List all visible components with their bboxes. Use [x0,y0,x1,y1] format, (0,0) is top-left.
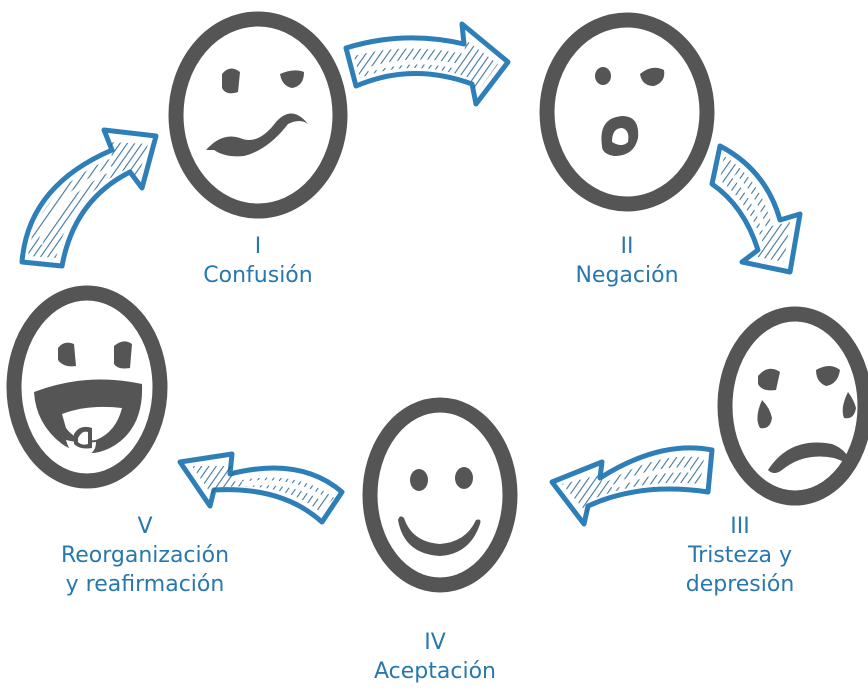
shocked-face-icon [539,12,715,212]
stage-numeral: II [620,234,634,259]
stage-label-v: V Reorganización y reafirmación [61,512,229,599]
arrow-right-icon [343,21,511,107]
confused-face-icon [168,11,348,219]
arrow-up-right-icon [19,127,159,269]
stage-numeral: III [730,514,750,539]
stage-numeral: IV [424,630,446,655]
stage-numeral: I [254,234,262,259]
arrow-down-right-icon [709,143,803,275]
stage-name-line-2: y reafirmación [65,572,225,597]
stage-name-line-1: Tristeza y [687,543,793,568]
stage-label-iii: III Tristeza y depresión [686,512,795,599]
crying-face-icon [717,306,868,506]
stage-name: Aceptación [374,659,496,684]
arrow-left-icon [177,451,345,525]
laughing-face-icon [6,285,168,489]
stage-name: Negación [575,263,679,288]
stage-label-i: I Confusión [203,232,312,290]
stage-name-line-2: depresión [685,572,795,597]
stage-numeral: V [137,514,153,539]
arrow-left-icon [549,445,715,527]
smiling-face-icon [362,397,518,593]
stage-name: Confusión [203,263,313,288]
stage-label-ii: II Negación [575,232,678,290]
stage-label-iv: IV Aceptación [374,628,496,686]
stage-name-line-1: Reorganización [60,543,230,568]
